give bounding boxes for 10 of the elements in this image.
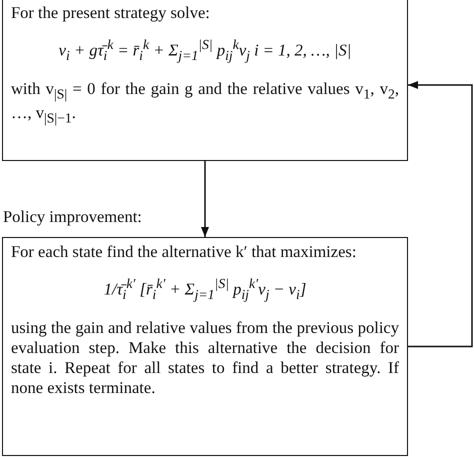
body-text: with v$_{|S|}$ = 0 for the gain g and the relative values v$_{1}$, v$_{2}$, …, v$_{|S|−1}$.	[11, 78, 399, 127]
formula: 1/τ̄$_{i}$$^{k′}$ [r̄$_{i}$$^{k′}$ + Σ$_{j=1}$$^{|S|}$ p$_{ij}$$^{k′}$v$_{j}$ − v$_{i}$]	[102, 276, 308, 304]
formula: v$_{i}$ + gτ̄$_{i}$$^{k}$ = r̄$_{i}$$^{k}$ + Σ$_{j=1}$$^{|S|}$ p$_{ij}$$^{k}$v$_{j}$ i = 1, 2, …, |S|	[58, 37, 352, 65]
arrow	[201, 161, 209, 237]
body-text: using the gain and relative values from the previous policy evaluation step. Make this alternative the decision for state i. Repeat for all states to find a better strategy. If none exists terminate.	[11, 318, 399, 398]
heading-text: Policy improvement:	[3, 207, 142, 227]
process-box	[2, 0, 408, 161]
arrow	[408, 81, 473, 348]
body-text: For the present strategy solve:	[11, 3, 211, 24]
body-text: For each state find the alternative k′ that maximizes:	[11, 242, 358, 262]
